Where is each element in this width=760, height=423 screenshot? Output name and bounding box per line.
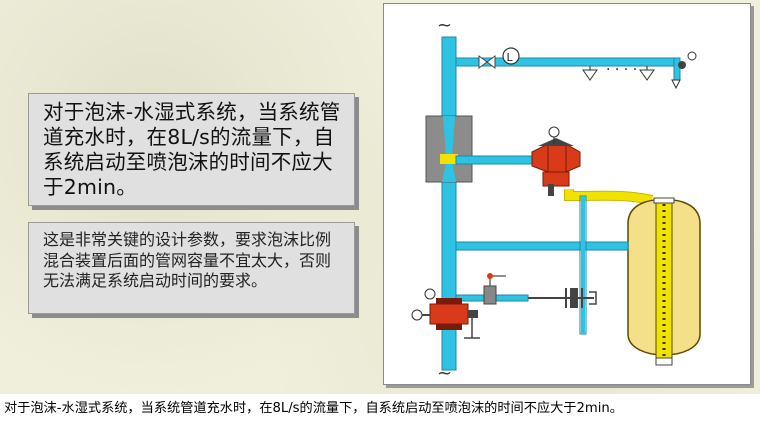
- foam-supply-pipe: [565, 189, 653, 204]
- tank-bottom-flange: [655, 357, 673, 366]
- retard-indicator: [487, 273, 493, 279]
- note-box: 这是非常关键的设计参数，要求泡沫比例混合装置后面的管网容量不宜太大，否则无法满足…: [28, 222, 355, 314]
- caption-bar: 对于泡沫-水湿式系统，当系统管道充水时，在8L/s的流量下，自系统启动至喷泡沫的…: [0, 394, 760, 423]
- foam-valve-gauge-icon: [548, 126, 560, 138]
- foam-valve-base: [542, 171, 570, 187]
- lower-pressure-gauge-icon: [411, 309, 423, 321]
- end-drop-pipe: [673, 57, 681, 81]
- proportioner-venturi-inlet: [443, 116, 455, 156]
- end-test-nozzle: [671, 79, 681, 90]
- retard-chamber: [483, 285, 497, 305]
- check-valve-right: [486, 55, 496, 69]
- foam-valve-right-body: [565, 143, 581, 173]
- tank-water-feed-pipe: [455, 241, 629, 251]
- main-statement-box: 对于泡沫-水湿式系统，当系统管道充水时，在8L/s的流量下，自系统启动至喷泡沫的…: [28, 93, 355, 206]
- wet-alarm-valve-bottom: [436, 324, 462, 330]
- proportioner-foam-inlet: [440, 154, 458, 164]
- pipe-break-top: ~: [437, 15, 452, 36]
- check-valve-left: [478, 55, 488, 69]
- sprinkler-head-2: [639, 69, 655, 81]
- main-statement-text: 对于泡沫-水湿式系统，当系统管道充水时，在8L/s的流量下，自系统启动至喷泡沫的…: [43, 100, 341, 199]
- wet-alarm-valve-body: [429, 303, 469, 325]
- foam-valve-center-body: [547, 143, 567, 173]
- alarm-device-body: [570, 288, 578, 308]
- tank-side-pipe-fill: [581, 196, 585, 334]
- tank-bladder-column: [655, 201, 673, 359]
- system-schematic: ~ ~ L · · · ·: [411, 15, 701, 384]
- end-test-valve: [678, 61, 686, 69]
- drain-valve: [468, 310, 478, 318]
- proportioner-venturi-outlet: [442, 162, 456, 182]
- alarm-bell-icon: [589, 291, 597, 305]
- sprinkler-head-1: [582, 69, 598, 81]
- end-pressure-gauge-icon: [687, 51, 697, 61]
- note-text: 这是非常关键的设计参数，要求泡沫比例混合装置后面的管网容量不宜太大，否则无法满足…: [43, 230, 332, 290]
- foam-valve-actuator: [538, 138, 574, 146]
- foam-valve-left-body: [531, 143, 549, 173]
- foam-water-system-diagram: ~ ~ L · · · ·: [383, 3, 751, 385]
- wet-alarm-valve-top: [436, 298, 462, 304]
- proportioner-feed-pipe: [455, 155, 533, 165]
- upper-pressure-gauge-icon: [424, 288, 436, 300]
- caption-text: 对于泡沫-水湿式系统，当系统管道充水时，在8L/s的流量下，自系统启动至喷泡沫的…: [4, 401, 623, 416]
- more-sprinklers-dots: · · · ·: [606, 62, 637, 78]
- tank-top-flange: [653, 197, 675, 204]
- foam-valve-drain: [548, 184, 554, 196]
- flow-switch-icon: [502, 47, 520, 65]
- flow-switch-label: L: [507, 51, 514, 64]
